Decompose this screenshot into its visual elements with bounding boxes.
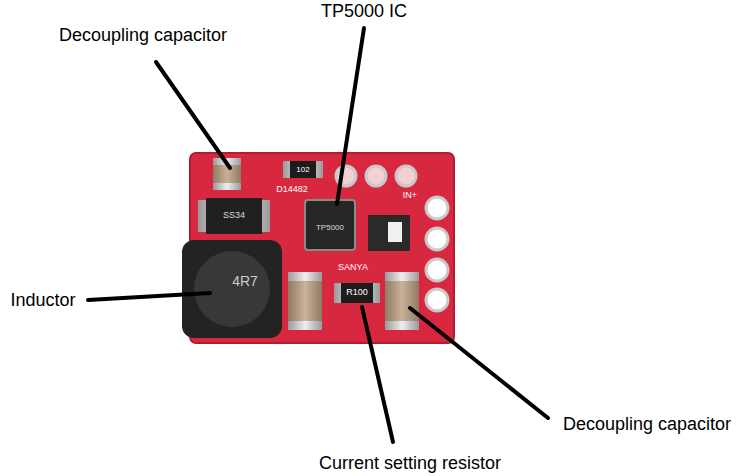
silkscreen-text: D14482 [276,185,308,195]
component-marking: TP5000 [316,224,344,233]
resistor-end [283,161,323,178]
capacitor-end [288,272,322,281]
silkscreen-text: IN+ [403,191,417,201]
capacitor-body [288,272,322,330]
component-marking: 102 [296,166,309,175]
pin-hole [396,166,416,186]
leader-line [337,28,364,204]
inductor [182,240,282,338]
leader-line [156,62,230,168]
capacitor-end [385,321,419,330]
component-marking: SS34 [223,211,245,221]
diode-body [206,198,262,234]
pin-hole [366,166,386,186]
capacitor [288,272,322,330]
callout-label: Decoupling capacitor [563,415,731,435]
pin-hole [426,259,448,281]
component-marking: 4R7 [232,274,258,289]
inductor-core [194,251,270,327]
component-body [368,215,410,251]
leader-lines [88,28,548,442]
callout-label: TP5000 IC [321,2,407,22]
leader-line [88,293,210,300]
capacitor-end [288,321,322,330]
pin-hole [426,228,448,250]
resistor [334,283,380,303]
diode [198,198,270,234]
ic-chip [305,200,355,250]
component-mark [388,222,402,242]
pin-hole [426,289,448,311]
leader-line [362,307,393,442]
resistor-body [290,161,316,178]
inductor-body [182,240,282,338]
resistor-body [341,283,373,303]
capacitor [385,272,419,330]
small-component [368,215,410,251]
capacitor-end [213,183,241,190]
resistor [283,161,323,178]
callout-label: Inductor [10,291,75,311]
component-marking: R100 [346,288,368,298]
silkscreen-text: SANYA [338,263,368,273]
leader-line [410,308,548,418]
ic-body [305,200,355,250]
resistor-end [334,283,380,303]
callout-label: Decoupling capacitor [59,26,227,46]
pin-hole [426,197,448,219]
capacitor-end [385,272,419,281]
capacitor-body [385,272,419,330]
callout-label: Current setting resistor [319,454,501,474]
